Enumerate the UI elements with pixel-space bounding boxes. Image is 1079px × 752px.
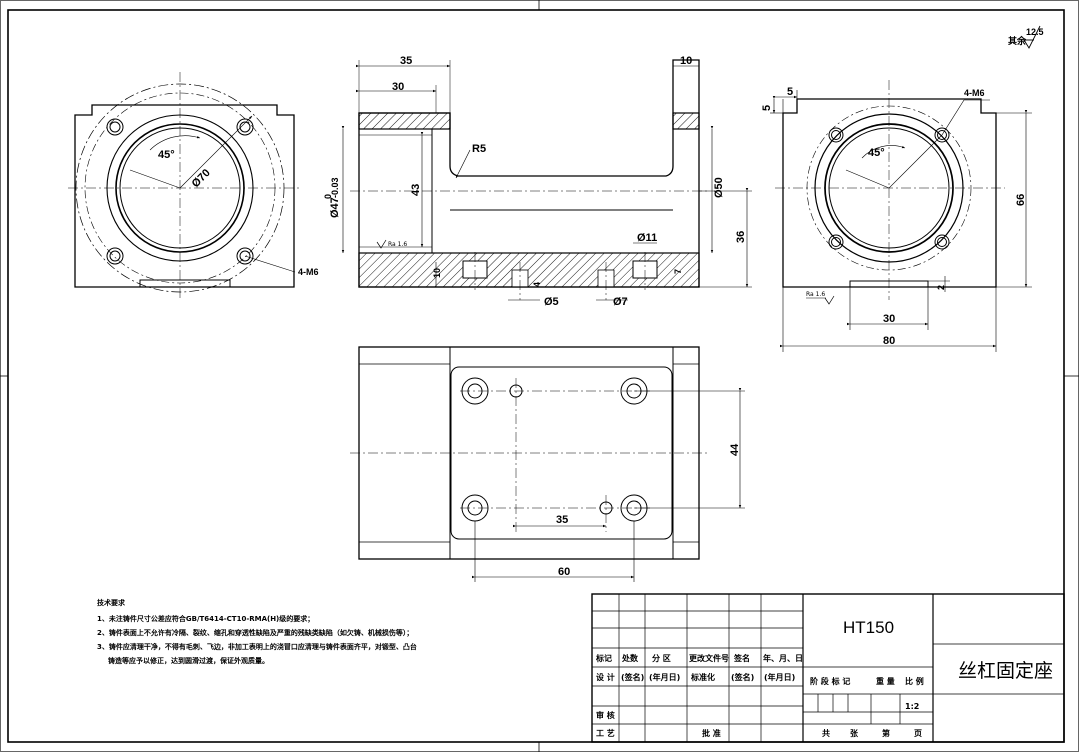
notes-heading: 技术要求	[97, 598, 126, 607]
tb-ratio: 比 例	[905, 676, 924, 686]
section-dim-50: Ø50	[713, 177, 725, 198]
top-dim-35: 35	[556, 514, 568, 526]
top-dim-44: 44	[729, 443, 741, 456]
tb-craft: 工 艺	[596, 728, 615, 738]
front-left-angle: 45°	[158, 149, 175, 161]
tb-std-date: (年月日)	[764, 672, 795, 682]
tb-count: 处数	[621, 653, 639, 663]
technical-notes: 技术要求 1、未注铸件尺寸公差应符合GB/T6414-CT10-RMA(H)级的…	[97, 598, 417, 665]
tb-design-date: (年月日)	[649, 672, 680, 682]
front-left-thread: 4-M6	[298, 267, 319, 277]
front-left-bolt-circle: Ø70	[190, 167, 213, 190]
section-bore-tol-upper: 0	[323, 194, 333, 199]
surface-finish-value: 12.5	[1026, 27, 1044, 37]
tb-sheet: 张	[850, 729, 859, 738]
tb-design-sign: (签名)	[621, 672, 644, 682]
section-dim-36: 36	[735, 231, 747, 243]
surface-finish-mark: 其余 12.5	[1008, 25, 1044, 49]
side-dim-80: 80	[883, 335, 895, 347]
side-view	[770, 80, 1032, 352]
surface-finish-label: 其余	[1008, 35, 1027, 46]
tb-review: 审 核	[596, 710, 615, 720]
tb-date: 年、月、日	[763, 653, 803, 663]
section-dim-10: 10	[680, 55, 692, 67]
tb-stage-mark: 阶 段 标 记	[810, 676, 850, 686]
tb-mark: 标记	[595, 653, 612, 663]
section-fillet: R5	[472, 143, 486, 155]
side-thread: 4-M6	[964, 88, 985, 98]
side-dim-30: 30	[883, 313, 895, 325]
top-dim-60: 60	[558, 566, 570, 578]
tb-change-doc: 更改文件号	[689, 653, 729, 663]
front-view-left	[68, 72, 301, 300]
notes-line-4: 铸造等应予以修正，达到圆滑过渡，保证外观质量。	[108, 656, 269, 665]
side-dim-2: 2	[936, 285, 946, 290]
side-angle: 45°	[868, 147, 885, 159]
tb-total: 共	[822, 728, 830, 738]
tb-weight: 重 量	[876, 676, 895, 686]
section-bore-dia: Ø47	[329, 197, 341, 218]
section-dim-35: 35	[400, 55, 412, 67]
side-dim-5-h: 5	[787, 86, 793, 98]
section-dim-43: 43	[410, 184, 422, 196]
tb-design: 设 计	[596, 672, 615, 682]
notes-line-1: 1、未注铸件尺寸公差应符合GB/T6414-CT10-RMA(H)级的要求；	[97, 614, 314, 623]
top-view	[350, 346, 745, 582]
tb-sign: 签名	[733, 653, 750, 663]
section-view	[341, 59, 752, 301]
title-scale: 1:2	[905, 702, 919, 711]
section-bore-tol-lower: -0.03	[330, 177, 340, 198]
side-dim-5-v: 5	[761, 105, 773, 111]
notes-line-3: 3、铸件应清理干净，不得有毛刺、飞边，非加工表明上的浇冒口应清理与铸件表面齐平，…	[97, 642, 417, 651]
tb-zone: 分 区	[652, 653, 671, 663]
tb-approve: 批 准	[702, 728, 721, 738]
tb-standardize: 标准化	[690, 672, 715, 682]
title-material: HT150	[843, 618, 894, 637]
tb-page: 页	[914, 729, 922, 738]
section-roughness: Ra 1.6	[388, 241, 407, 248]
title-part-name: 丝杠固定座	[958, 660, 1053, 682]
side-dim-66: 66	[1015, 194, 1027, 206]
notes-line-2: 2、铸件表面上不允许有冷隔、裂纹、缩孔和穿透性缺陷及严重的残缺类缺陷（如欠铸、机…	[97, 628, 413, 637]
section-hole-11: Ø11	[637, 232, 657, 244]
tb-number: 第	[882, 728, 890, 738]
tb-std-sign: (签名)	[731, 672, 754, 682]
section-dim-10-bottom: 10	[432, 268, 442, 278]
section-hole-7: Ø7	[613, 296, 628, 308]
section-hole-5: Ø5	[544, 296, 559, 308]
section-dim-4: 4	[532, 282, 542, 287]
title-block	[591, 593, 1065, 743]
section-dim-30: 30	[392, 81, 404, 93]
side-roughness: Ra 1.6	[806, 291, 825, 298]
section-dim-7: 7	[673, 269, 683, 274]
